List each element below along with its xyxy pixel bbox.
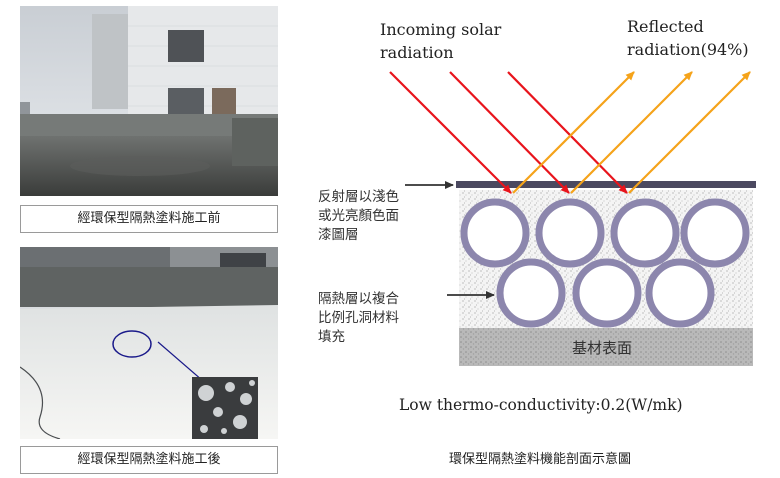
incoming-radiation-label: Incoming solar radiation bbox=[380, 20, 502, 62]
diagram-caption: 環保型隔熱塗料機能剖面示意圖 bbox=[448, 452, 631, 467]
insulation-layer-label: 隔熱層以複合 比例孔洞材料 填充 bbox=[318, 291, 399, 345]
coating-cross-section-diagram bbox=[389, 71, 756, 366]
reflected-radiation-label: Reflected radiation(94%) bbox=[627, 17, 749, 59]
substrate-label: 基材表面 bbox=[572, 339, 633, 357]
photo-after bbox=[20, 247, 278, 439]
pore-circle bbox=[460, 198, 530, 268]
pore-circle bbox=[535, 198, 605, 268]
reflected-ray bbox=[628, 71, 751, 194]
incoming-ray bbox=[389, 71, 512, 194]
incoming-ray bbox=[507, 71, 628, 194]
incoming-ray bbox=[449, 71, 570, 194]
substrate-layer bbox=[459, 328, 753, 366]
before-caption: 經環保型隔熱塗料施工前 bbox=[20, 205, 278, 233]
pore-circle bbox=[572, 258, 642, 328]
reflected-ray bbox=[512, 71, 635, 194]
reflective-top-layer bbox=[456, 181, 756, 188]
pore-circle bbox=[610, 198, 680, 268]
pore-circles bbox=[460, 198, 750, 328]
pore-circle bbox=[680, 198, 750, 268]
reflected-ray bbox=[570, 71, 693, 194]
after-caption: 經環保型隔熱塗料施工後 bbox=[20, 446, 278, 474]
photo-before bbox=[20, 6, 278, 196]
reflective-layer-label: 反射層以淺色 或光亮顏色面 漆圖層 bbox=[318, 189, 399, 243]
pore-circle bbox=[645, 258, 715, 328]
pore-circle bbox=[496, 258, 566, 328]
conductivity-text: Low thermo-conductivity:0.2(W/mk) bbox=[399, 396, 683, 414]
